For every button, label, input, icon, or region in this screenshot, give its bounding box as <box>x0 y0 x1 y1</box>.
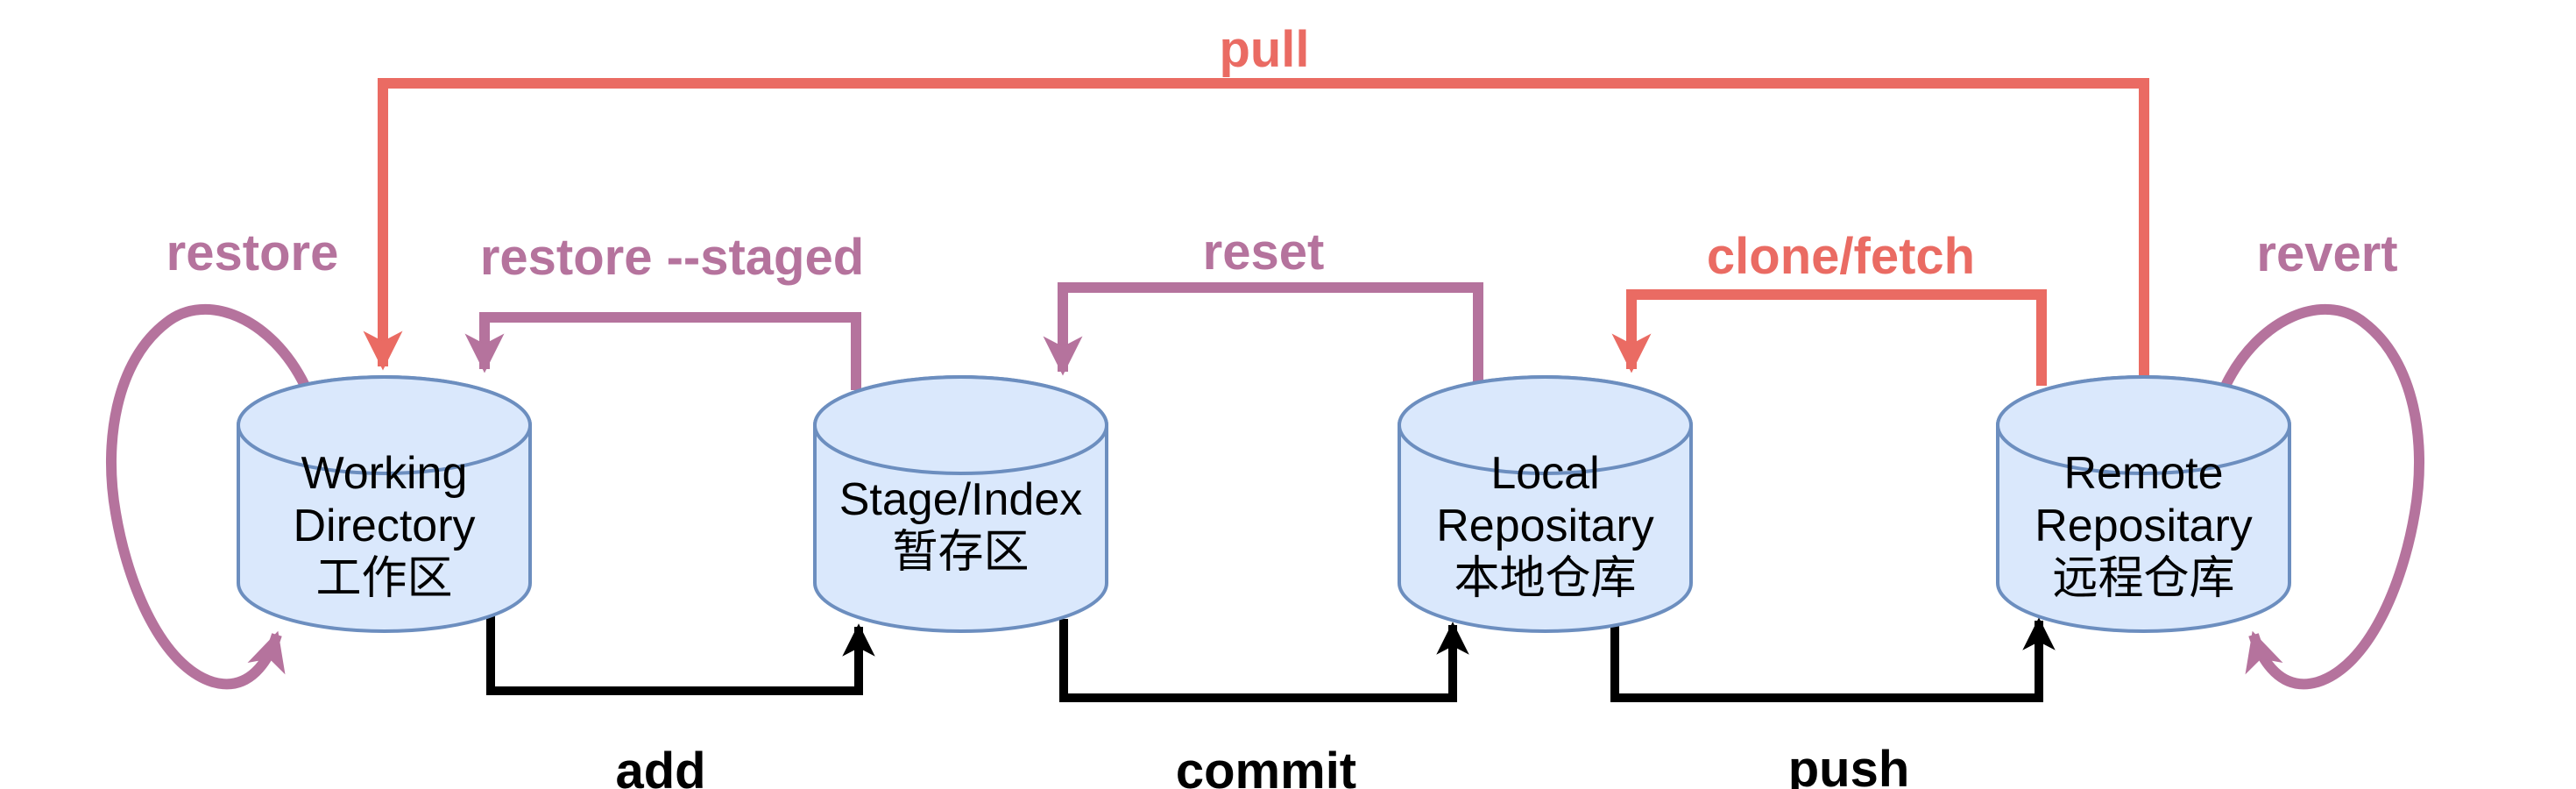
node-line: Repositary <box>2035 501 2253 551</box>
node-stage-index <box>813 375 1108 633</box>
node-line: Repositary <box>1436 501 1654 551</box>
edge-clone-fetch <box>1611 289 2047 386</box>
node-label-local-repository: Local Repositary 本地仓库 <box>1399 436 1691 616</box>
edge-pull <box>363 78 2149 384</box>
label-restore: restore <box>166 224 339 281</box>
label-restore-staged: restore --staged <box>479 229 865 286</box>
node-line: 暂存区 <box>892 527 1030 578</box>
node-line: 本地仓库 <box>1454 553 1637 604</box>
node-line: 远程仓库 <box>2052 553 2235 604</box>
label-push: push <box>1787 741 1910 789</box>
node-label-remote-repository: Remote Repositary 远程仓库 <box>1998 436 2289 616</box>
node-line: Working <box>301 448 468 499</box>
node-line: Stage/Index <box>839 474 1083 525</box>
node-label-working-directory: Working Directory 工作区 <box>238 436 530 616</box>
node-line: 工作区 <box>315 553 453 604</box>
label-reset: reset <box>1202 224 1325 281</box>
node-line: Local <box>1490 448 1600 499</box>
edge-reset <box>1043 282 1483 382</box>
edge-restore-loop <box>106 304 310 690</box>
node-line: Directory <box>293 501 476 551</box>
label-add: add <box>615 743 706 789</box>
edge-add <box>486 615 875 695</box>
edge-revert-loop <box>2220 304 2424 690</box>
label-clone-fetch: clone/fetch <box>1706 228 1976 285</box>
node-line: Remote <box>2063 448 2224 499</box>
edge-commit <box>1059 619 1469 702</box>
node-working-directory <box>237 375 532 633</box>
node-local-repository <box>1398 375 1693 633</box>
label-commit: commit <box>1175 743 1357 789</box>
label-revert: revert <box>2256 225 2398 282</box>
label-pull: pull <box>1219 21 1310 78</box>
node-remote-repository <box>1996 375 2291 633</box>
edge-push <box>1610 617 2056 702</box>
edge-restore-staged <box>464 312 861 390</box>
node-label-stage-index: Stage/Index 暂存区 <box>815 436 1107 616</box>
